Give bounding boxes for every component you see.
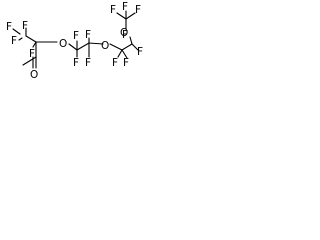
atom-o1: O — [59, 38, 67, 50]
bond — [121, 43, 133, 51]
atom-f8: F — [85, 57, 91, 69]
atom-f15: F — [135, 4, 141, 16]
bond — [68, 43, 78, 51]
bond — [121, 49, 128, 59]
molecule-structure: F F F F O O F F F O F F F F F O F F F — [6, 1, 143, 81]
atom-f6: F — [73, 57, 79, 69]
atom-labels: F F F F O O F F F O F F F F F O F F F — [6, 1, 143, 81]
bond — [109, 43, 123, 51]
atom-f12: F — [122, 29, 128, 41]
bond — [131, 43, 139, 51]
atom-f9: F — [112, 57, 118, 69]
bond — [76, 42, 90, 51]
atom-f13: F — [110, 4, 116, 16]
atom-o2: O — [101, 40, 109, 52]
atom-f3: F — [11, 35, 17, 47]
atom-o-ketone: O — [30, 69, 38, 81]
atom-f4: F — [29, 48, 35, 60]
bond — [116, 12, 127, 20]
bond — [117, 49, 123, 58]
atom-f10: F — [123, 57, 129, 69]
bond — [18, 37, 23, 41]
bond — [12, 28, 21, 35]
bond — [129, 36, 133, 45]
bond — [25, 35, 37, 43]
atom-f2: F — [22, 20, 28, 32]
atom-f7: F — [85, 29, 91, 41]
atom-f14: F — [122, 1, 128, 13]
atom-f5: F — [73, 30, 79, 42]
atom-o3: O — [120, 27, 128, 39]
bonds — [12, 10, 139, 69]
atom-f1: F — [6, 21, 12, 33]
bond — [88, 42, 104, 45]
bond — [125, 12, 136, 20]
bond — [22, 56, 37, 66]
atom-f11: F — [137, 46, 143, 58]
